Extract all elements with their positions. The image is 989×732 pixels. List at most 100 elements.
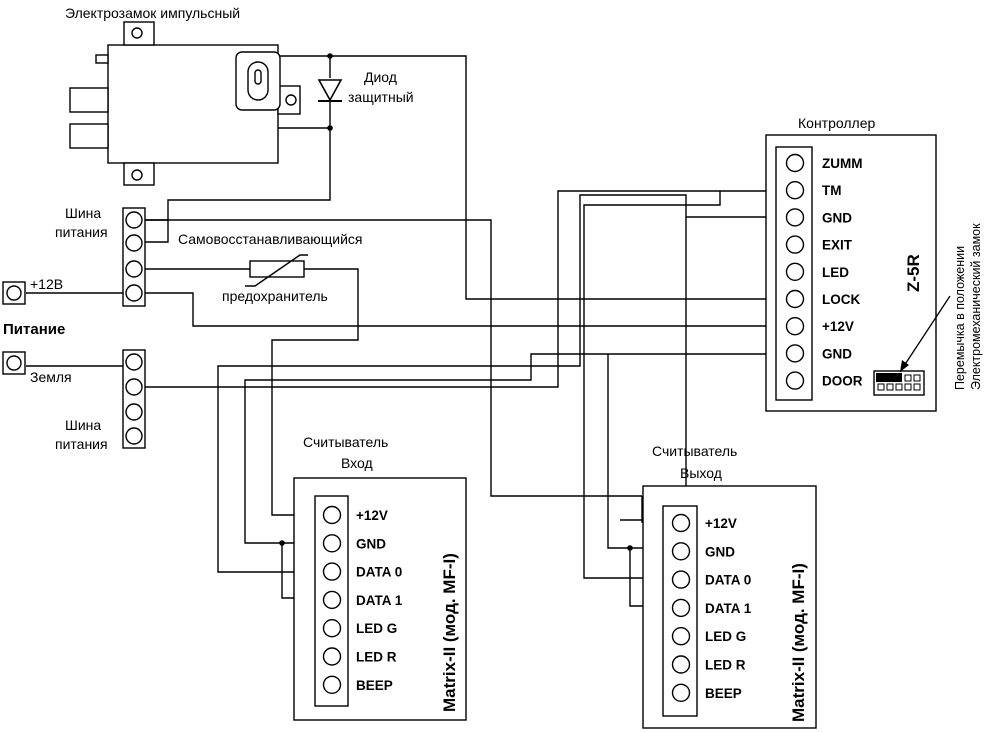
jumper-pin [904, 383, 912, 391]
reader-in-pin-label: GND [356, 536, 386, 551]
power-bus-bottom: Шина питания [55, 349, 146, 452]
lock-bolt-2 [69, 123, 109, 149]
reader-out-title-1: Считыватель [652, 443, 737, 459]
junction-dot [627, 545, 633, 551]
terminal-icon [125, 234, 143, 252]
diode-label-2: защитный [348, 89, 414, 105]
jumper-pointer [899, 295, 951, 373]
bus-body [122, 349, 146, 449]
reader-in-pin-label: DATA 0 [356, 565, 402, 580]
controller-pin-label: TM [822, 183, 842, 198]
controller-model: Z-5R [904, 254, 923, 292]
terminal-icon [322, 619, 342, 638]
controller: Контроллер ZUMMTMGNDEXITLEDLOCK+12VGNDDO… [765, 115, 983, 412]
plus-12v-label: +12В [30, 276, 63, 292]
jumper-pin [877, 383, 885, 391]
reader-in-pin-label: DATA 1 [356, 593, 403, 608]
wire-gnd2 [244, 353, 782, 544]
controller-pin-label: LED [822, 265, 849, 280]
terminal-icon [125, 378, 143, 396]
power-label: Питание [3, 321, 65, 338]
terminal-icon [125, 284, 143, 302]
electric-lock: Электрозамок импульсный [65, 5, 301, 186]
wire-tm-to-reader-in [217, 194, 782, 573]
reader-out-pin-label: LED R [705, 658, 746, 673]
lock-screw-icon [131, 27, 143, 39]
terminal-icon [671, 542, 691, 561]
terminal-icon [785, 289, 805, 309]
bus-top-label-1: Шина [65, 205, 101, 221]
terminal-icon [322, 590, 342, 610]
terminal-icon [125, 353, 143, 371]
jumper-icon [876, 373, 902, 382]
terminal-icon [785, 235, 805, 254]
wire-out-data [620, 217, 687, 521]
reader-in-model: Matrix-II (мод. MF-I) [440, 553, 459, 712]
terminal-icon [125, 211, 143, 229]
jumper-pin [913, 383, 921, 391]
controller-pin-label: DOOR [822, 374, 863, 389]
ground-label: Земля [30, 369, 72, 385]
lock-screw-icon [131, 169, 143, 181]
jumper-pin [913, 374, 921, 382]
diode-icon [317, 79, 343, 102]
lock-title: Электрозамок импульсный [65, 5, 240, 21]
terminal-icon [785, 317, 805, 336]
bus-body [122, 207, 146, 307]
reader-in-pin-label: BEEP [356, 678, 393, 693]
keyhole-icon [254, 69, 262, 85]
fuse-label-2: предохранитель [222, 288, 328, 304]
controller-pin-label: GND [822, 346, 852, 361]
junction-dot [327, 125, 333, 131]
terminal-icon [322, 562, 342, 581]
terminal-icon [785, 208, 805, 227]
terminal-icon [671, 513, 691, 533]
power-bus-top: Шина питания [55, 205, 146, 307]
terminal-icon [671, 655, 691, 674]
wire-out-data0 [583, 191, 721, 579]
reader-out-pin-label: BEEP [705, 686, 742, 701]
lock-pin [95, 54, 109, 64]
controller-pin-label: +12V [822, 319, 854, 334]
arrow-icon [900, 360, 909, 372]
reader-out-title-2: Выход [680, 465, 722, 481]
fuse-label-1: Самовосстанавливающийся [178, 231, 363, 247]
wire-bus-pin2 [145, 220, 169, 243]
wire-lock-to-lock-pin [278, 55, 782, 300]
bus-bottom-label-2: питания [55, 436, 108, 452]
controller-title: Контроллер [798, 115, 875, 131]
jumper-pin [904, 374, 912, 382]
diode-label-1: Диод [364, 69, 397, 85]
terminal-icon [671, 598, 691, 618]
reader-out-pin-label: LED G [705, 629, 746, 644]
protective-diode: Диод защитный [317, 69, 414, 105]
wires [26, 53, 782, 607]
terminal-icon [671, 570, 691, 589]
terminal-icon [125, 403, 143, 421]
controller-pin-label: GND [822, 210, 852, 225]
reader-out-pin-label: GND [705, 544, 735, 559]
terminal-icon [785, 262, 805, 281]
reader-in-title-2: Вход [341, 455, 373, 471]
wire-fuse-out [271, 268, 359, 516]
terminal-icon [6, 355, 22, 371]
fuse-icon [249, 260, 305, 278]
terminal-icon [671, 627, 691, 646]
fuse-diagonal [245, 254, 308, 287]
wire-bus-to-12v [145, 292, 782, 327]
jumper-pins [877, 374, 921, 391]
reader-in-pin-label: LED G [356, 621, 397, 636]
lock-screw-icon [285, 94, 297, 106]
jumper-pin [895, 383, 903, 391]
power-inputs: +12В Питание Земля [2, 276, 72, 385]
lock-bolt-1 [69, 87, 109, 113]
reader-in-pin-label: +12V [356, 508, 388, 523]
reader-out-pin-label: DATA 1 [705, 601, 752, 616]
wire-bus-to-gnd [145, 219, 642, 497]
reader-out-pin-label: DATA 0 [705, 573, 751, 588]
